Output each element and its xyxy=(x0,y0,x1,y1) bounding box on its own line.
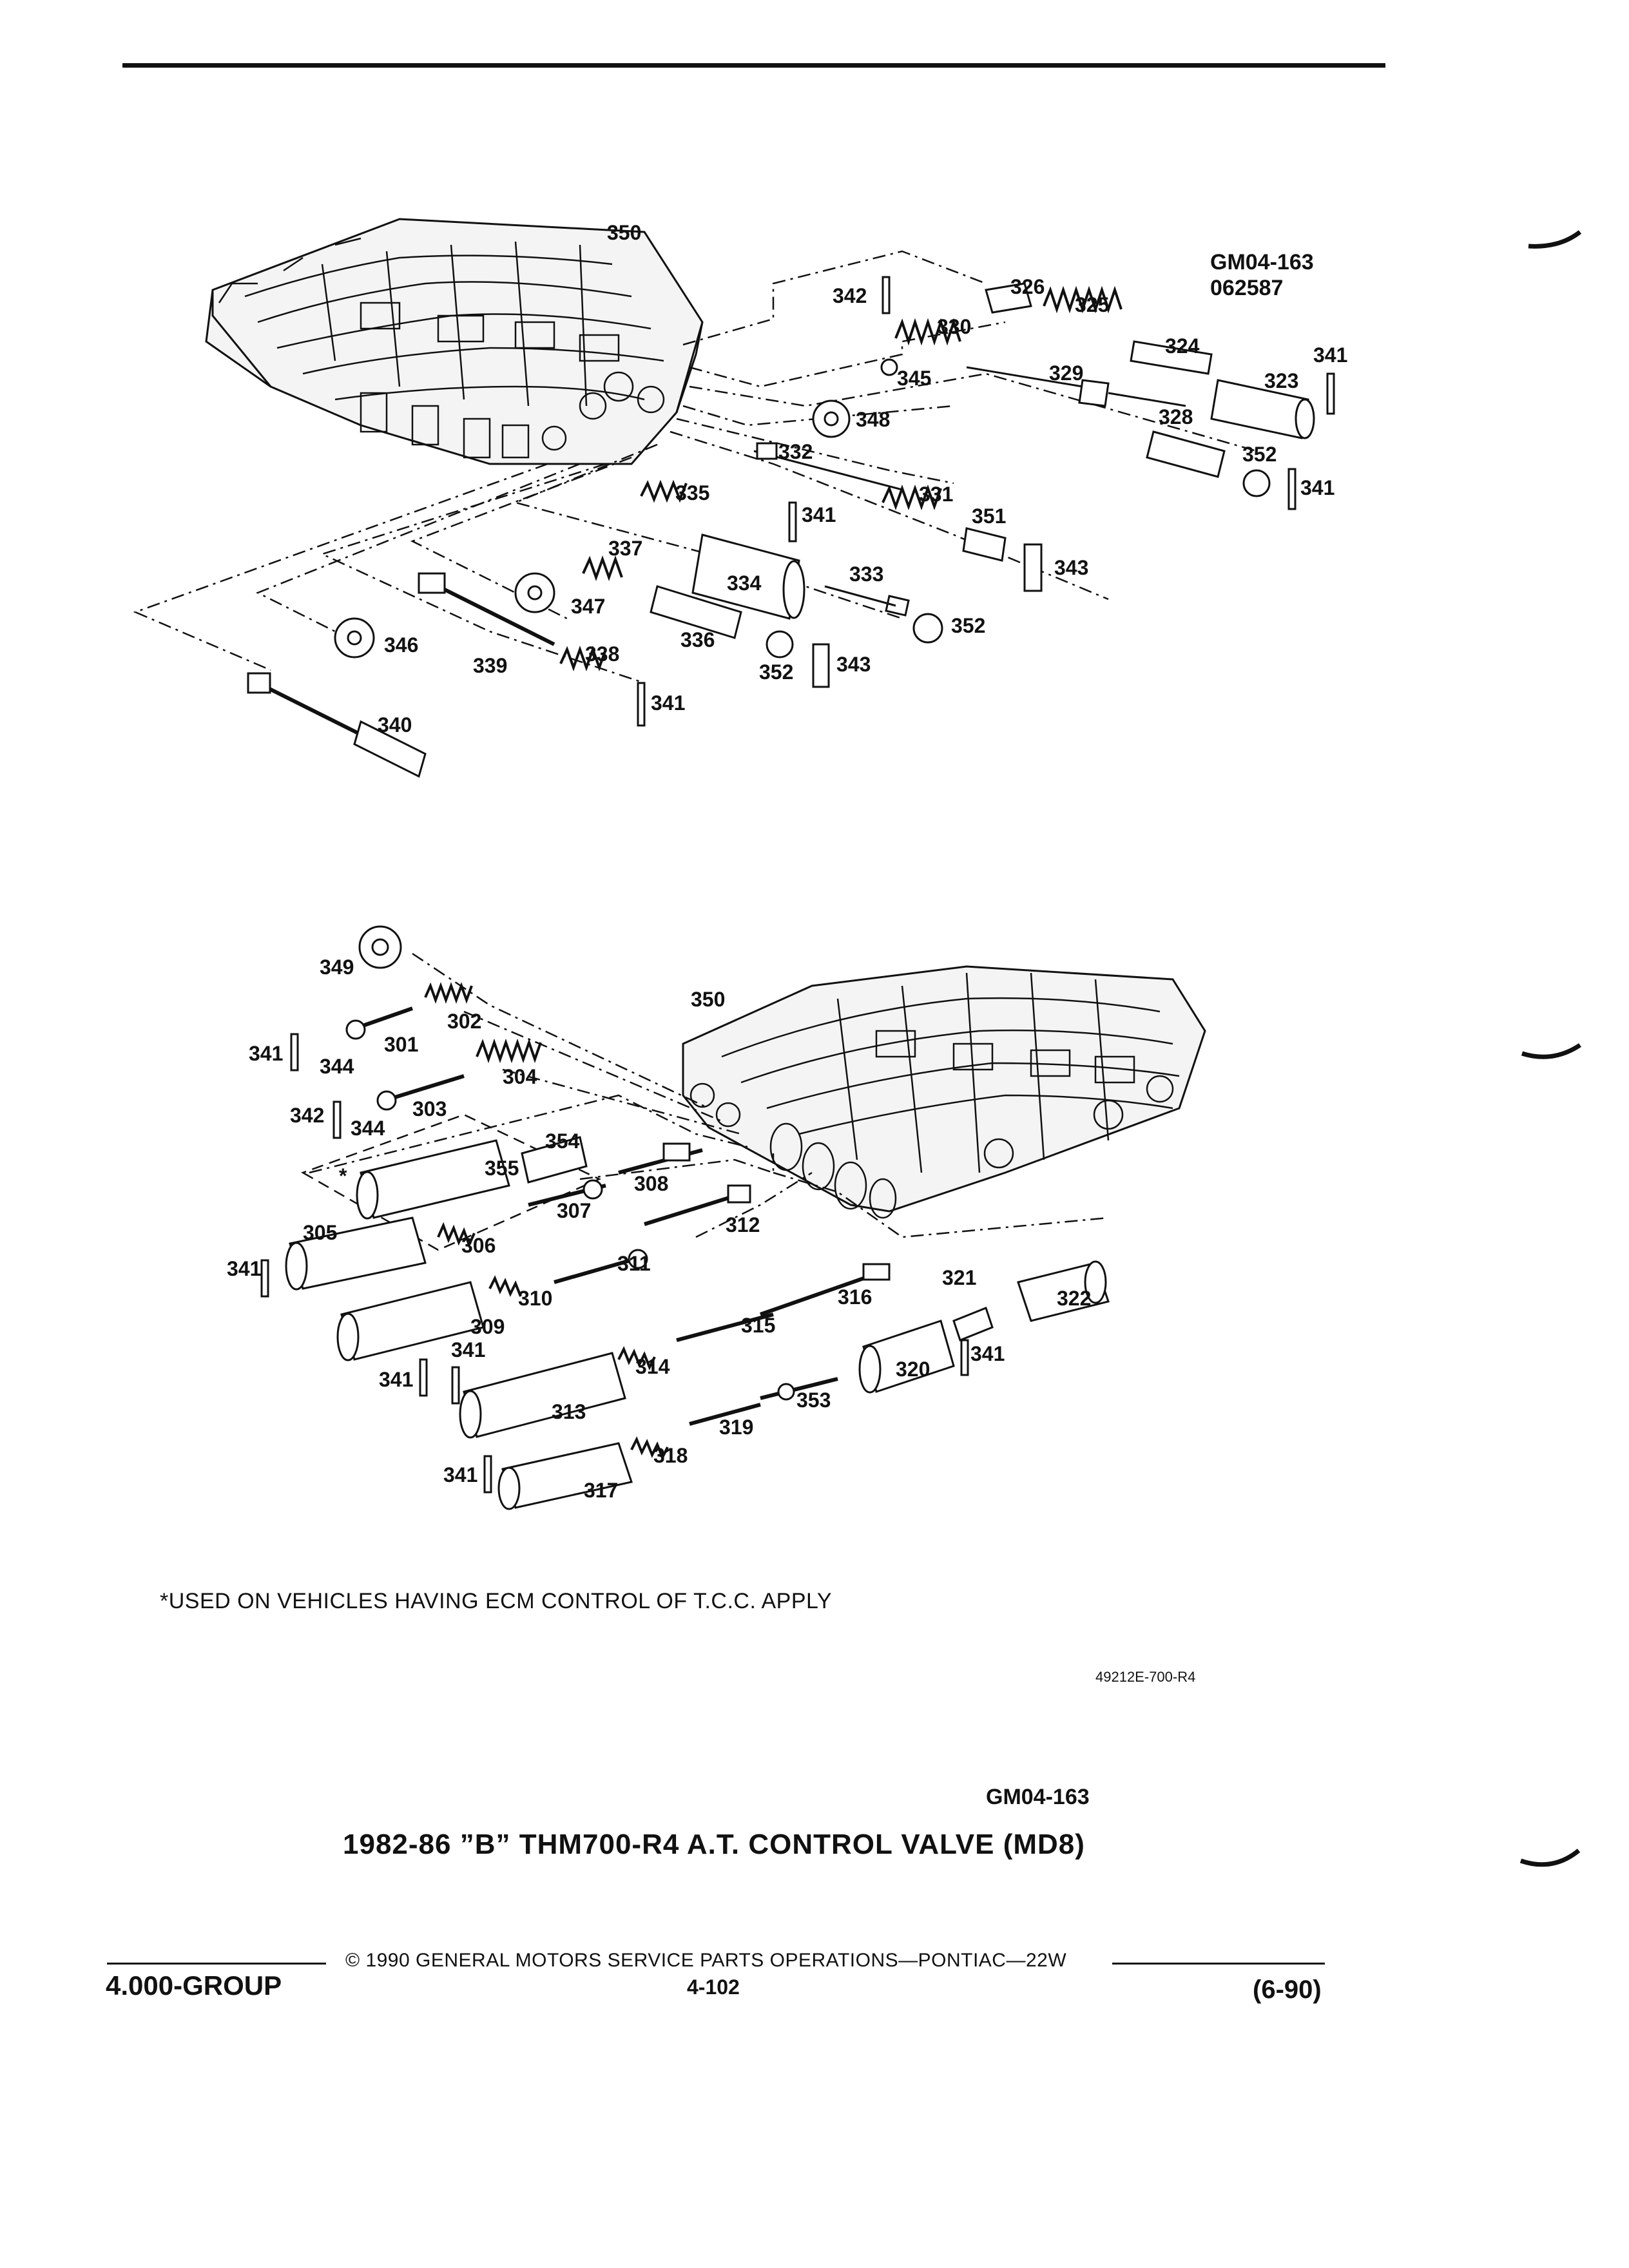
group-label: 4.000-GROUP xyxy=(106,1970,282,2001)
upper-parts xyxy=(247,276,1335,778)
footnote: *USED ON VEHICLES HAVING ECM CONTROL OF … xyxy=(160,1589,833,1613)
lower-exploded-diagram xyxy=(260,925,1206,1510)
figure-code-bottom: GM04-163 xyxy=(986,1785,1090,1809)
footer-rule-left xyxy=(107,1963,326,1965)
figure-code: GM04-163 xyxy=(1210,250,1314,274)
page-number: 4-102 xyxy=(687,1975,740,1999)
revision-date: (6-90) xyxy=(1253,1975,1322,2004)
valve-body-upper xyxy=(205,218,704,465)
art-reference: 49212E-700-R4 xyxy=(1095,1669,1196,1685)
figure-title: 1982-86 ”B” THM700-R4 A.T. CONTROL VALVE… xyxy=(343,1829,1085,1860)
date-code: 062587 xyxy=(1210,276,1284,300)
upper-exploded-diagram xyxy=(133,218,1335,778)
valve-body-lower xyxy=(682,965,1206,1219)
footer-rule-right xyxy=(1112,1963,1325,1965)
top-rule xyxy=(122,63,1385,68)
lower-parts xyxy=(260,925,1110,1510)
copyright: © 1990 GENERAL MOTORS SERVICE PARTS OPER… xyxy=(345,1950,1067,1971)
